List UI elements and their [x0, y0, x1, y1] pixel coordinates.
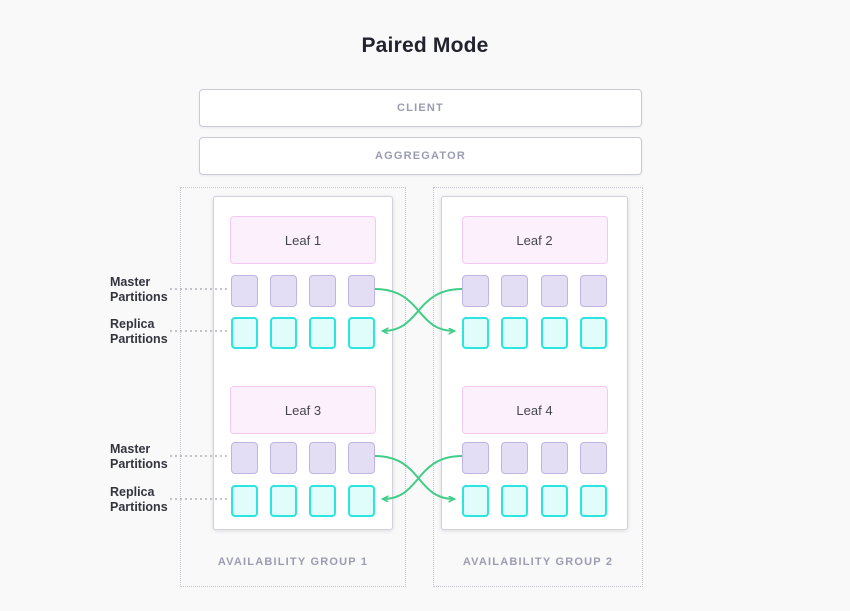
leaf-1-replica-partitions-row [230, 317, 376, 349]
leaf-2-replica-partitions-row [462, 317, 607, 349]
leaf-4-replica-partitions-row [462, 485, 607, 517]
replica-partitions-label-top: Replica Partitions [110, 317, 168, 346]
master-partition [501, 442, 529, 474]
availability-group-1: Leaf 1 Leaf 3 AVAILABILITY GROUP 1 [180, 187, 406, 587]
replica-partition [579, 317, 607, 349]
replica-partitions-label-bottom: Replica Partitions [110, 485, 168, 514]
diagram-title: Paired Mode [361, 34, 489, 57]
master-partition [462, 442, 489, 474]
replica-partition [309, 485, 337, 517]
master-partition [579, 275, 607, 307]
master-partition [462, 275, 489, 307]
master-partition [269, 275, 297, 307]
master-partitions-label-bottom: Master Partitions [110, 442, 168, 471]
replica-partition [230, 485, 258, 517]
replica-partition [501, 317, 529, 349]
leaf-4-label: Leaf 4 [516, 402, 553, 418]
master-partition [309, 442, 337, 474]
master-partition [540, 275, 568, 307]
master-partition [501, 275, 529, 307]
leaf-1-label: Leaf 1 [284, 232, 322, 248]
availability-group-1-label: AVAILABILITY GROUP 1 [217, 556, 369, 568]
leaf-3-replica-partitions-row [230, 485, 376, 517]
availability-group-2-label: AVAILABILITY GROUP 2 [462, 556, 614, 568]
replica-partition [269, 317, 297, 349]
replica-partition [501, 485, 529, 517]
replica-partition [348, 485, 376, 517]
replica-partition [540, 485, 568, 517]
replica-partition [269, 485, 297, 517]
leaf-3-node: Leaf 3 [230, 386, 376, 434]
aggregator-label: AGGREGATOR [374, 150, 467, 162]
master-partition [269, 442, 297, 474]
aggregator-box: AGGREGATOR [199, 137, 642, 175]
leaf-3-label: Leaf 3 [284, 402, 322, 418]
master-partition [230, 442, 258, 474]
leaf-2-master-partitions-row [462, 275, 607, 307]
replica-partition [309, 317, 337, 349]
leaf-container-group-2: Leaf 2 Leaf 4 [441, 196, 628, 530]
master-partition [230, 275, 258, 307]
replica-partition [540, 317, 568, 349]
client-label: CLIENT [397, 102, 444, 114]
leaf-1-node: Leaf 1 [230, 216, 376, 264]
leaf-2-node: Leaf 2 [461, 216, 608, 264]
master-partition [540, 442, 568, 474]
leaf-3-master-partitions-row [230, 442, 376, 474]
client-box: CLIENT [199, 89, 642, 127]
availability-group-2: Leaf 2 Leaf 4 AVAILABILITY GROUP 2 [433, 187, 643, 587]
replica-partition [348, 317, 376, 349]
master-partition [348, 442, 376, 474]
leaf-4-node: Leaf 4 [461, 386, 608, 434]
leaf-1-master-partitions-row [230, 275, 376, 307]
replica-partition [579, 485, 607, 517]
replica-partition [462, 317, 489, 349]
leaf-container-group-1: Leaf 1 Leaf 3 [213, 196, 393, 530]
replica-partition [230, 317, 258, 349]
leaf-2-label: Leaf 2 [516, 232, 553, 248]
leaf-4-master-partitions-row [462, 442, 607, 474]
master-partition [579, 442, 607, 474]
master-partition [348, 275, 376, 307]
master-partition [309, 275, 337, 307]
master-partitions-label-top: Master Partitions [110, 275, 168, 304]
replica-partition [462, 485, 489, 517]
